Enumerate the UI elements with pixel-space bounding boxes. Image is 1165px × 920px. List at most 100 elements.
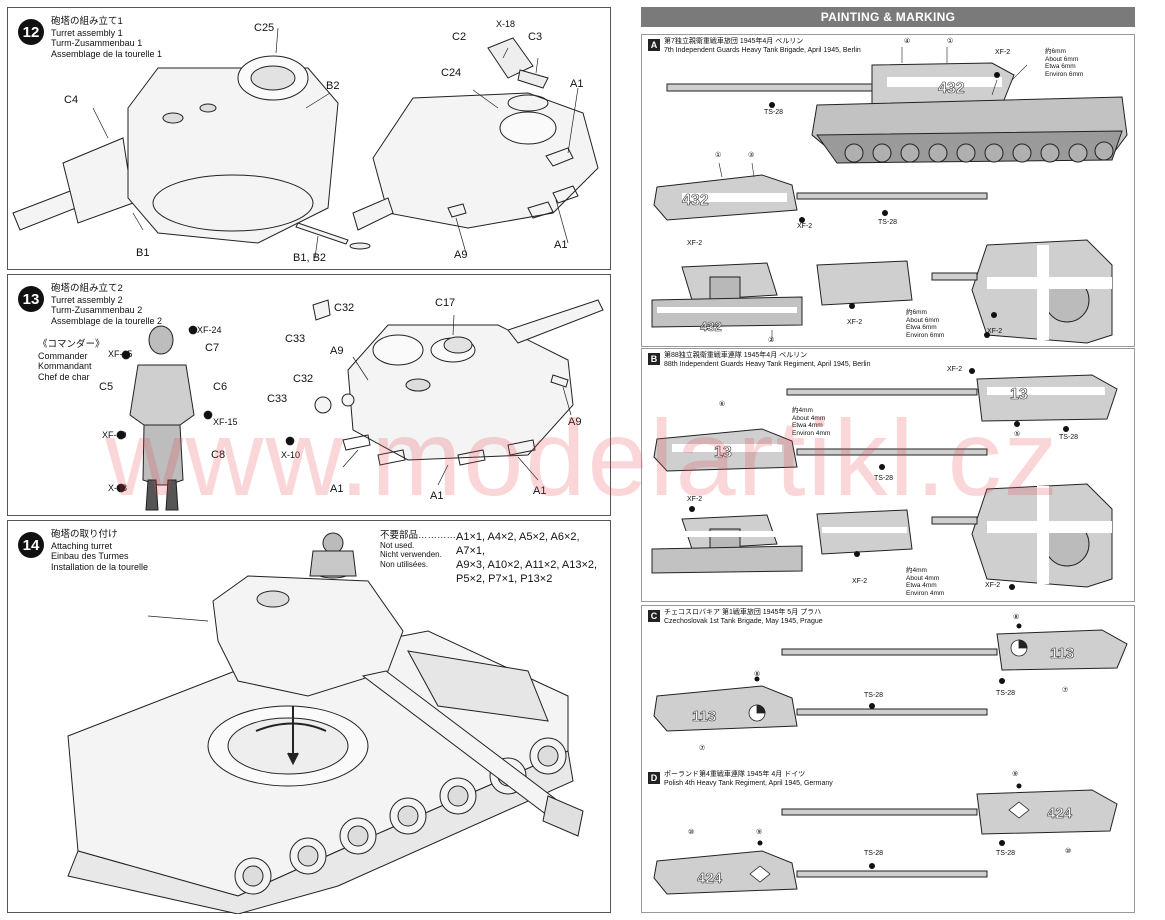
section-title-en: 88th Independent Guards Heavy Tank Regim… [664, 360, 871, 368]
tank-number-marking: 424 [1047, 805, 1073, 822]
part-label: A1 [570, 78, 584, 90]
paint-code: TS-28 [764, 109, 784, 116]
paint-code: XF-2 [847, 319, 863, 326]
circled-number: ⑨ [1012, 771, 1019, 778]
part-label: C17 [435, 297, 456, 309]
size-note-fr: Environ 6mm [1045, 70, 1084, 78]
part-label: C33 [267, 393, 288, 405]
size-note-en: About 6mm [1045, 55, 1079, 63]
part-label: C25 [254, 22, 275, 34]
section-title-ja: 第7独立親衛重戦車旅団 1945年4月 ベルリン [664, 38, 804, 45]
circled-number: ⑥ [719, 401, 726, 408]
section-cd-panel: C チェコスロバキア 第1戦車旅団 1945年 5月 プラハ Czechoslo… [641, 605, 1135, 913]
part-label: C4 [64, 94, 79, 106]
size-note-de: Etwa 6mm [906, 324, 937, 331]
section-title-ja: ポーランド第4重戦車連隊 1945年 4月 ドイツ [664, 771, 806, 778]
paint-code: TS-28 [874, 475, 894, 482]
commander-ja: 《コマンダー》 [38, 339, 105, 350]
section-cd-tank-profiles: 113 113 424 424 [653, 623, 1128, 895]
section-title-en: Polish 4th Heavy Tank Regiment, April 19… [664, 779, 833, 787]
paint-label: X-18 [108, 483, 128, 493]
section-title-ja: 第88独立親衛重戦車連隊 1945年4月 ベルリン [664, 352, 808, 359]
section-title: 第7独立親衛重戦車旅団 1945年4月 ベルリン 7th Independent… [664, 38, 861, 55]
section-b-tank-profiles: 13 13 [651, 368, 1118, 590]
part-label: A1 [554, 239, 568, 251]
circled-number: ⑦ [699, 745, 706, 752]
circled-number: ⑤ [1014, 431, 1021, 438]
size-note-en: About 6mm [906, 316, 940, 324]
title-ja: 砲塔の組み立て2 [51, 283, 123, 294]
section-a-panel: A 第7独立親衛重戦車旅団 1945年4月 ベルリン 7th Independe… [641, 34, 1135, 347]
paint-code: XF-2 [995, 49, 1011, 56]
step-title: 砲塔の組み立て1 Turret assembly 1 Turm-Zusammen… [51, 16, 163, 59]
title-de: Turm-Zusammenbau 2 [51, 305, 143, 315]
circled-number: ① [715, 152, 722, 159]
paint-code: TS-28 [878, 219, 898, 226]
paint-code: TS-28 [1059, 434, 1079, 441]
title-en: Turret assembly 1 [51, 27, 123, 38]
section-a-tank-profiles: 432 432 432 [651, 47, 1128, 344]
section-title: ポーランド第4重戦車連隊 1945年 4月 ドイツ Polish 4th Hea… [664, 771, 833, 788]
unused-line: A9×3, A10×2, A11×2, A13×2, [456, 559, 598, 571]
paint-label: XF-15 [213, 417, 238, 427]
tank-number-marking: 13 [1010, 386, 1028, 403]
size-note-ja: 約4mm [792, 407, 813, 414]
section-title-ja: チェコスロバキア 第1戦車旅団 1945年 5月 プラハ [664, 609, 822, 616]
size-note: 約4mm About 4mm Etwa 4mm Environ 4mm [792, 407, 830, 437]
turret-assembly-1-illustration [12, 27, 599, 259]
tank-number-marking: 113 [692, 708, 716, 725]
part-label: A9 [568, 416, 582, 428]
part-label: C8 [211, 449, 226, 461]
paint-code: TS-28 [996, 690, 1016, 697]
step-12-panel: 12 砲塔の組み立て1 Turret assembly 1 Turm-Zusam… [7, 7, 611, 270]
part-label: C32 [334, 302, 355, 314]
title-fr: Assemblage de la tourelle 2 [51, 315, 163, 326]
section-title-en: Czechoslovak 1st Tank Brigade, May 1945,… [664, 617, 823, 625]
circled-number: ⑧ [1013, 614, 1020, 621]
part-label: C2 [452, 31, 467, 43]
title-de: Turm-Zusammenbau 1 [51, 38, 143, 48]
part-label: A1 [330, 483, 344, 495]
title-ja: 砲塔の組み立て1 [51, 16, 123, 27]
paint-label: X-10 [281, 450, 301, 460]
commander-figure [129, 325, 195, 511]
paint-code: XF-2 [987, 328, 1003, 335]
unused-de: Nicht verwenden. [380, 550, 442, 559]
part-label: B1 [136, 247, 150, 259]
section-b-panel: B 第88独立親衛重戦車連隊 1945年4月 ベルリン 88th Indepen… [641, 348, 1135, 602]
step-title: 砲塔の取り付け Attaching turret Einbau des Turm… [51, 529, 149, 572]
size-note-de: Etwa 4mm [792, 422, 823, 429]
tank-number-marking: 432 [700, 319, 722, 334]
commander-en: Commander [38, 350, 88, 361]
size-note-fr: Environ 4mm [792, 429, 831, 437]
circled-number: ⑦ [1062, 687, 1069, 694]
paint-code: XF-2 [947, 366, 963, 373]
title-de: Einbau des Turmes [51, 551, 129, 561]
paint-label: XF-24 [197, 325, 222, 335]
paint-code: XF-2 [687, 496, 703, 503]
title-fr: Assemblage de la tourelle 1 [51, 48, 163, 59]
size-note-en: About 4mm [906, 574, 940, 582]
size-note-de: Etwa 4mm [906, 582, 937, 589]
commander-fr: Chef de char [38, 371, 90, 382]
title-ja: 砲塔の取り付け [51, 529, 118, 540]
painting-marking-header: PAINTING & MARKING [641, 7, 1135, 27]
part-label: A1 [533, 485, 547, 497]
unused-ja: 不要部品………… [380, 530, 457, 541]
part-label: C33 [285, 333, 306, 345]
unused-line: P5×2, P7×1, P13×2 [456, 573, 553, 585]
circled-number: ③ [748, 152, 755, 159]
paint-code: TS-28 [864, 692, 884, 699]
part-label: C24 [441, 67, 462, 79]
circled-number: ⑨ [756, 829, 763, 836]
title-en: Turret assembly 2 [51, 294, 123, 305]
paint-code: XF-2 [687, 240, 703, 247]
size-note: 約6mm About 6mm Etwa 6mm Environ 6mm [1045, 48, 1083, 78]
unused-line: A1×1, A4×2, A5×2, A6×2, A7×1, [456, 531, 580, 557]
paint-label: XF-15 [108, 349, 133, 359]
unused-fr: Non utilisées. [380, 559, 429, 569]
part-label: C32 [293, 373, 314, 385]
circled-number: ⑩ [1065, 848, 1072, 855]
title-fr: Installation de la tourelle [51, 561, 149, 572]
circled-number: ④ [904, 38, 911, 45]
